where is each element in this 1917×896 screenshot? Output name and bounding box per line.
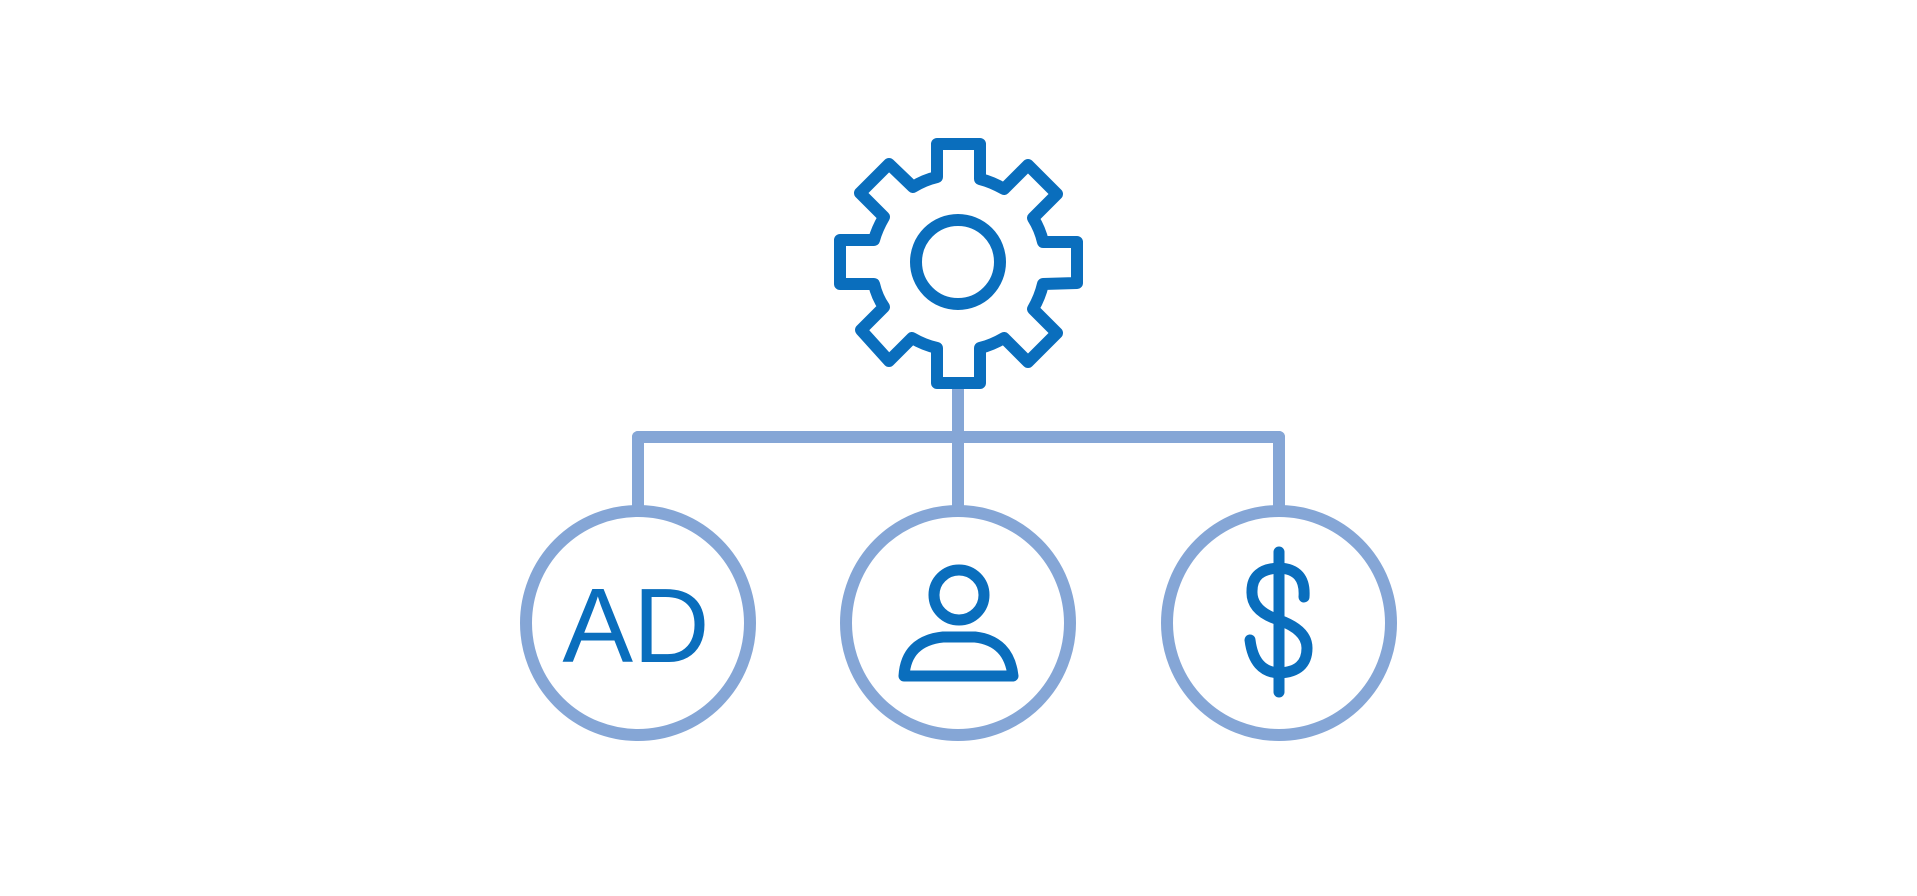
gear-icon (834, 138, 1083, 389)
dollar-s (1244, 562, 1313, 679)
ad-text-icon: AD (562, 567, 709, 685)
gear-center-ring (910, 214, 1006, 310)
connector-lines (632, 380, 1285, 516)
child-node-ad: AD (520, 505, 756, 741)
root-node (834, 138, 1083, 389)
child-node-user (840, 505, 1076, 741)
user-icon (898, 564, 1019, 682)
user-body (898, 631, 1019, 682)
node-circle (520, 505, 756, 741)
user-head (928, 564, 990, 626)
child-node-dollar (1161, 505, 1397, 741)
dollar-icon (1244, 546, 1313, 698)
